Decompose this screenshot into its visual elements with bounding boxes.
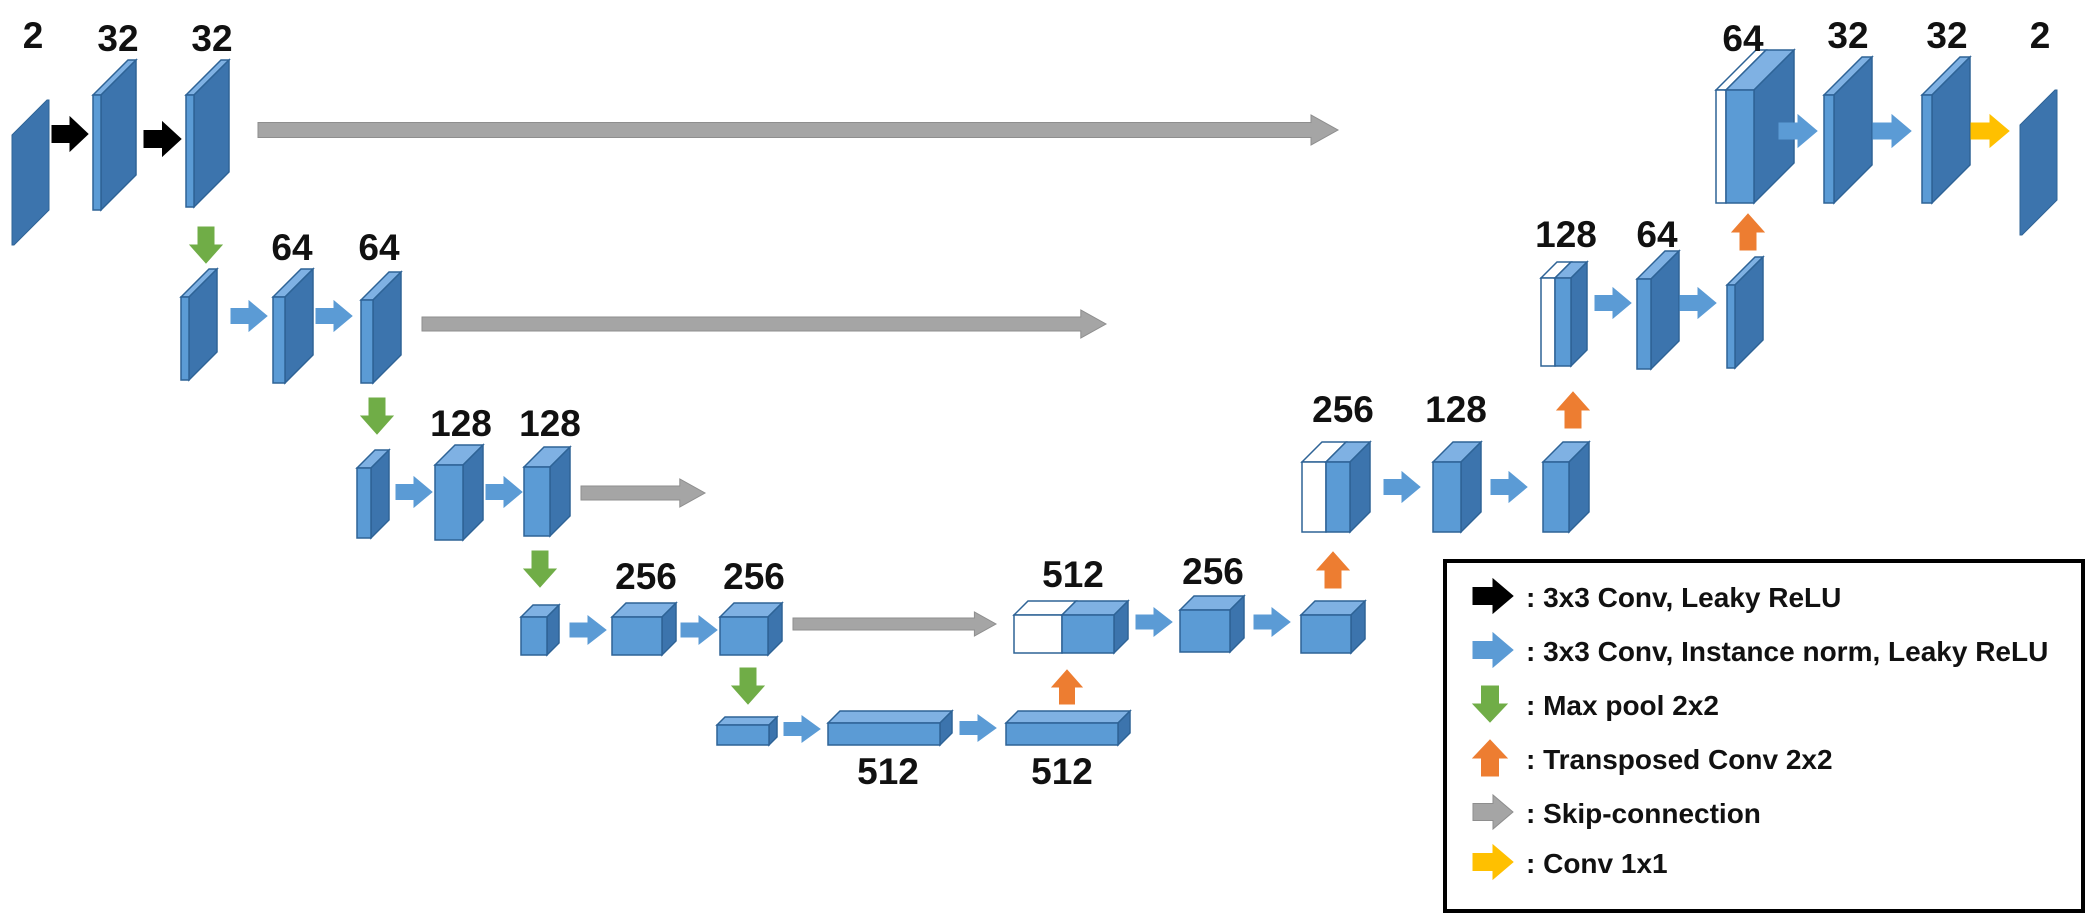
blue-arrow-icon (1383, 470, 1421, 504)
skip-connection-arrow (580, 478, 707, 508)
label-bottleneck-conv2: 512 (1031, 751, 1093, 792)
label-enc2-conv2: 64 (358, 227, 400, 268)
legend-item-label: : Conv 1x1 (1526, 848, 1668, 879)
feature-block-enc2-conv1 (271, 267, 315, 385)
orange-arrow-icon (1555, 391, 1591, 429)
legend: : 3x3 Conv, Leaky ReLU : 3x3 Conv, Insta… (1443, 559, 2085, 913)
feature-block-dec1-conv1 (1822, 55, 1874, 205)
feature-block-dec4-conv1 (1178, 594, 1246, 654)
yellow-arrow-icon (1472, 843, 1514, 881)
feature-block-enc3-conv2 (522, 445, 572, 538)
label-dec1-conv1: 32 (1827, 15, 1868, 56)
legend-icons (1471, 577, 1514, 881)
green-arrow-icon (730, 667, 766, 705)
label-dec1-conv2: 32 (1926, 15, 1967, 56)
orange-arrow-icon (1471, 739, 1509, 777)
green-arrow-icon (359, 397, 395, 435)
feature-block-dec2-concat (1539, 260, 1589, 368)
orange-arrow-icon (1050, 669, 1084, 705)
feature-block-dec1-concat (1714, 48, 1796, 205)
blue-arrow-icon (1135, 606, 1173, 638)
green-arrow-icon (522, 550, 558, 588)
legend-item-label: : Transposed Conv 2x2 (1526, 744, 1833, 775)
feature-block-dec3-conv1 (1431, 440, 1483, 534)
feature-block-dec2-conv1 (1635, 249, 1681, 371)
blue-arrow-icon (959, 714, 997, 742)
legend-item-label: : Max pool 2x2 (1526, 690, 1719, 721)
label-bottleneck-conv1: 512 (857, 751, 919, 792)
feature-block-bottleneck-conv2 (1004, 709, 1132, 747)
feature-block-dec3-conv2 (1541, 440, 1591, 534)
label-enc3-conv1: 128 (430, 403, 492, 444)
skip-connection-arrow (421, 309, 1108, 339)
channel-labels: 2 32 32 64 64 128 128 256 256 512 512 51… (23, 15, 2051, 792)
blue-arrow-icon (1253, 606, 1291, 638)
feature-block-bottleneck-conv1 (826, 709, 954, 747)
feature-block-enc4-pool (519, 603, 561, 657)
label-enc1-conv2: 32 (191, 18, 232, 59)
label-enc4-conv2: 256 (723, 556, 785, 597)
legend-item-label: : Skip-connection (1526, 798, 1761, 829)
feature-block-enc2-pool (179, 267, 219, 382)
skip-connection-arrow (257, 114, 1340, 146)
label-dec2-concat: 128 (1535, 214, 1597, 255)
black-arrow-icon (143, 120, 182, 158)
feature-block-dec4-conv2 (1299, 599, 1367, 655)
operation-arrows (51, 113, 2010, 743)
blue-arrow-icon (680, 614, 718, 646)
label-enc2-conv1: 64 (271, 227, 313, 268)
feature-block-enc3-conv1 (433, 443, 485, 542)
legend-item-label: : 3x3 Conv, Instance norm, Leaky ReLU (1526, 636, 2048, 667)
label-enc3-conv2: 128 (519, 403, 581, 444)
legend-item-label: : 3x3 Conv, Leaky ReLU (1526, 582, 1841, 613)
feature-map-blocks (11, 48, 2058, 747)
label-enc1-conv1: 32 (97, 18, 138, 59)
feature-block-dec1-conv2 (1920, 55, 1972, 205)
feature-block-dec2-conv2 (1725, 255, 1765, 370)
legend-box (1443, 559, 2085, 913)
feature-block-input (11, 99, 50, 246)
feature-block-enc4-conv1 (610, 601, 678, 657)
label-dec4-conv1: 256 (1182, 551, 1244, 592)
feature-block-enc4-conv2 (718, 601, 784, 657)
label-dec2-conv1: 64 (1636, 214, 1678, 255)
blue-arrow-icon (1472, 631, 1514, 669)
label-dec3-conv1: 128 (1425, 389, 1487, 430)
blue-arrow-icon (569, 614, 607, 646)
blue-arrow-icon (1679, 286, 1717, 320)
black-arrow-icon (1472, 577, 1514, 615)
feature-block-enc2-conv2 (359, 270, 403, 385)
black-arrow-icon (51, 115, 89, 153)
blue-arrow-icon (1778, 113, 1818, 149)
label-dec4-concat: 512 (1042, 554, 1104, 595)
green-arrow-icon (1471, 685, 1509, 723)
feature-block-dec3-concat (1300, 440, 1372, 534)
label-output: 2 (2030, 15, 2051, 56)
feature-block-enc1-conv2 (184, 58, 231, 209)
feature-block-output (2019, 89, 2058, 236)
orange-arrow-icon (1730, 213, 1766, 251)
label-dec3-concat: 256 (1312, 389, 1374, 430)
blue-arrow-icon (1872, 113, 1912, 149)
label-enc1-input: 2 (23, 15, 44, 56)
orange-arrow-icon (1315, 551, 1351, 589)
green-arrow-icon (188, 226, 224, 264)
blue-arrow-icon (1594, 286, 1632, 320)
feature-block-enc1-conv1 (91, 58, 138, 212)
blue-arrow-icon (783, 715, 821, 743)
feature-block-bottleneck-pool (715, 715, 779, 747)
blue-arrow-icon (315, 299, 353, 333)
blue-arrow-icon (230, 299, 268, 333)
yellow-arrow-icon (1970, 113, 2010, 149)
blue-arrow-icon (485, 475, 523, 509)
feature-block-dec4-concat (1012, 599, 1130, 655)
blue-arrow-icon (1490, 470, 1528, 504)
label-enc4-conv1: 256 (615, 556, 677, 597)
skip-connection-arrow (792, 611, 998, 637)
blue-arrow-icon (395, 475, 433, 509)
gray-arrow-icon (1472, 793, 1514, 831)
label-dec1-concat: 64 (1722, 18, 1764, 59)
feature-block-enc3-pool (355, 448, 391, 540)
